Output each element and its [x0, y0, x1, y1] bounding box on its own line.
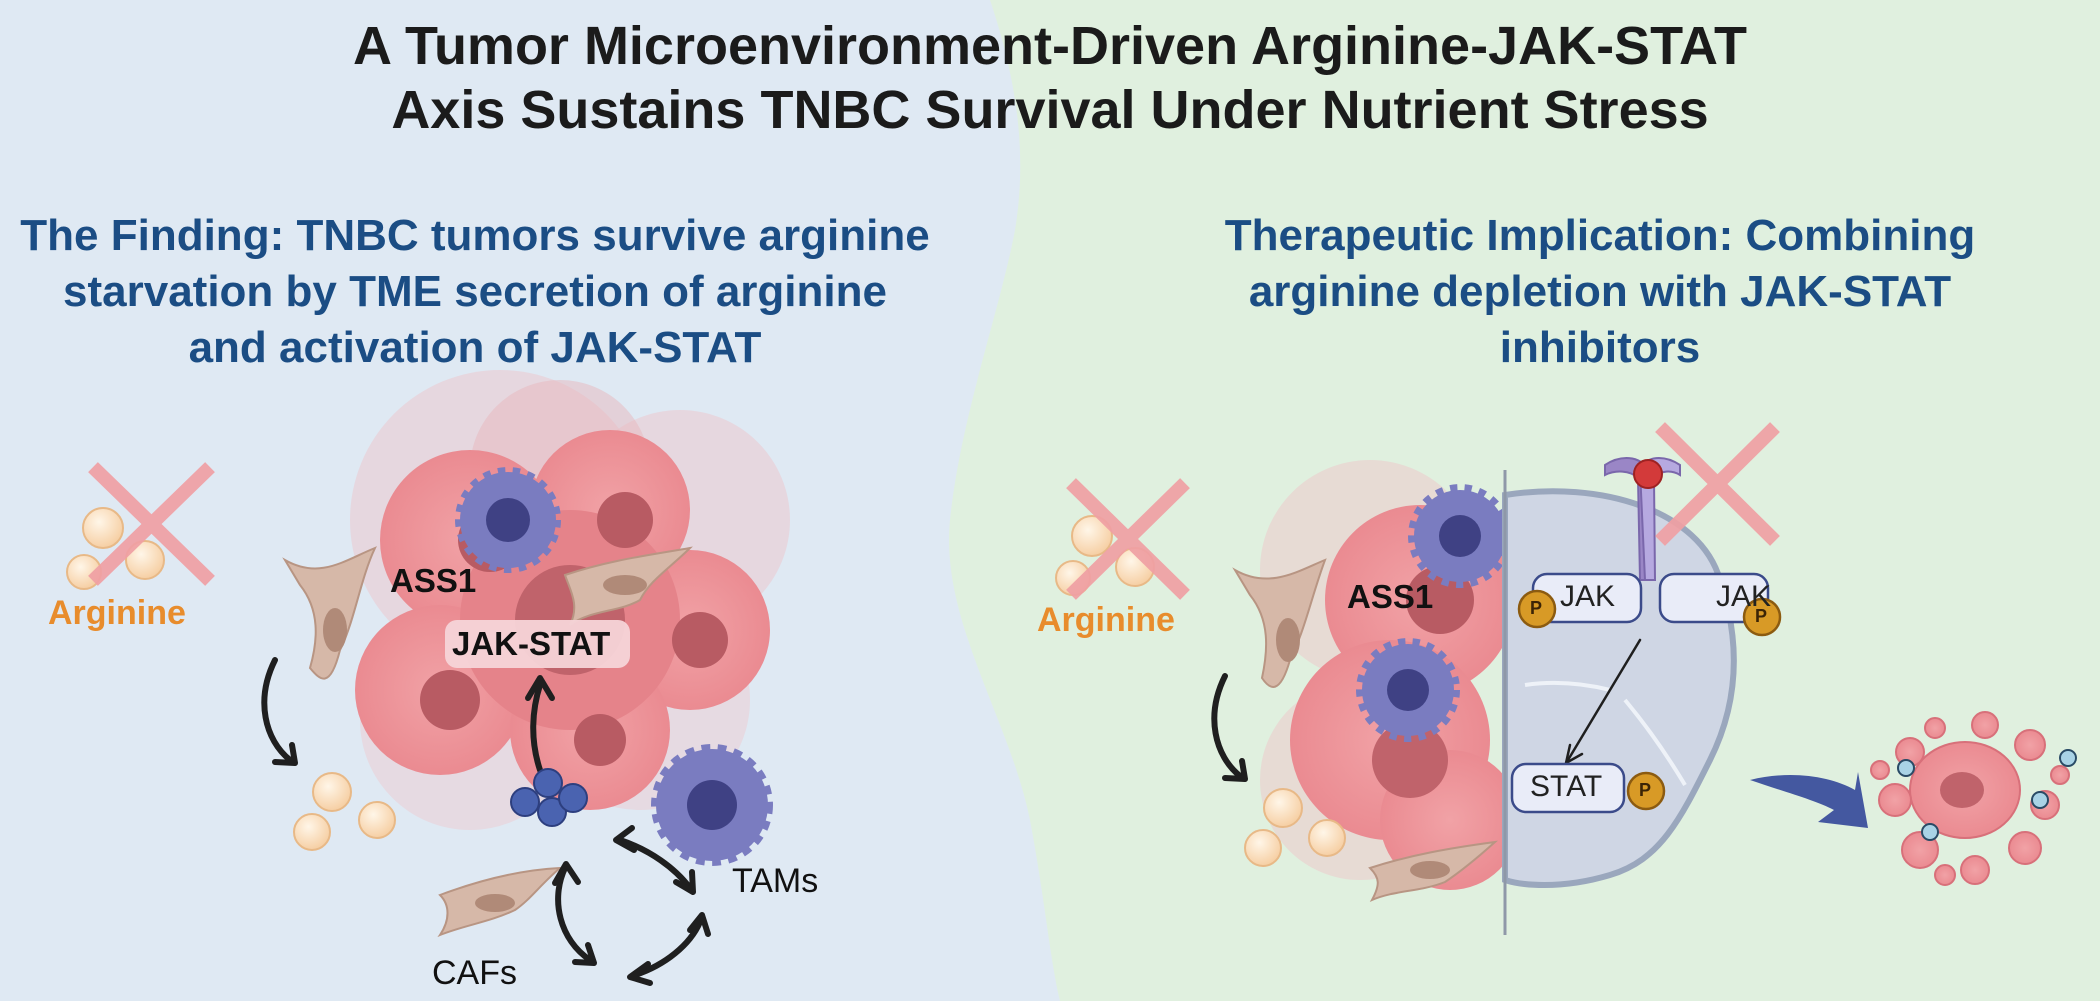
phospho-label-stat: P: [1639, 780, 1652, 800]
phosphate-icon: [1517, 589, 1557, 629]
released-arginine: [293, 772, 396, 851]
phosphate-icon: [1626, 771, 1666, 811]
activation-arrow: [525, 675, 555, 773]
tam-macrophage: [1408, 484, 1512, 588]
caf-fibroblast: [563, 546, 693, 626]
arginine-molecule: [82, 507, 124, 549]
right-heading-line-2: arginine depletion with JAK-STAT: [1248, 267, 1952, 316]
figure-title: A Tumor Microenvironment-Driven Arginine…: [250, 14, 1850, 142]
right-heading-line-3: inhibitors: [1499, 323, 1701, 372]
phospho-label-jak-right: P: [1755, 606, 1768, 626]
left-ass1-label: ASS1: [390, 562, 477, 599]
tam-macrophage: [455, 467, 561, 573]
jak-inhibition-cross-icon: [1655, 422, 1780, 546]
caf-fibroblast: [1368, 840, 1499, 903]
left-arginine-label: Arginine: [48, 594, 186, 632]
tams-label: TAMs: [732, 862, 819, 900]
stat-box: [1510, 762, 1626, 814]
left-jakstat-label: JAK-STAT: [452, 625, 611, 662]
arginine-molecule: [1071, 515, 1113, 557]
outcome-arrow: [1750, 772, 1868, 828]
caf-fibroblast: [1232, 558, 1327, 688]
left-heading-line-3: and activation of JAK-STAT: [188, 323, 762, 372]
jak-right-box: [1658, 572, 1770, 624]
receptor-icon: [1604, 457, 1681, 581]
phosphate-icon: [1742, 597, 1782, 637]
right-arginine-label: Arginine: [1037, 601, 1175, 639]
right-panel-heading: Therapeutic Implication: Combining argin…: [1190, 208, 2010, 376]
left-panel-heading: The Finding: TNBC tumors survive arginin…: [0, 208, 950, 376]
arginine-granules: [510, 768, 588, 827]
inhibition-cross-icon: [1066, 478, 1190, 600]
crosstalk-arrows: [552, 825, 711, 986]
cafs-label: CAFs: [432, 954, 517, 992]
left-heading-line-1: The Finding: TNBC tumors survive arginin…: [20, 211, 930, 260]
release-arrow: [1211, 673, 1248, 782]
inhibition-cross-icon: [88, 462, 215, 586]
arginine-molecule: [125, 540, 165, 580]
tam-macrophage: [1356, 638, 1460, 742]
jakstat-tag: [445, 620, 630, 668]
caf-fibroblast: [282, 546, 377, 680]
released-arginine: [1244, 788, 1346, 867]
virus-particles: [1897, 749, 2077, 841]
left-tumor-cluster: [350, 370, 790, 830]
right-heading-line-1: Therapeutic Implication: Combining: [1224, 211, 1976, 260]
left-heading-line-2: starvation by TME secretion of arginine: [63, 267, 887, 316]
phospho-label-jak-left: P: [1530, 598, 1543, 618]
jak-left-label: JAK: [1560, 580, 1616, 613]
tam-macrophage: [651, 744, 773, 866]
right-ass1-label: ASS1: [1347, 578, 1434, 615]
title-line-1: A Tumor Microenvironment-Driven Arginine…: [352, 16, 1748, 76]
right-arginine-group: [1055, 478, 1190, 600]
jak-right-label: JAK: [1716, 580, 1772, 613]
stat-label: STAT: [1530, 770, 1603, 803]
apoptotic-nucleus: [1940, 772, 1984, 808]
caf-fibroblast: [437, 866, 563, 938]
release-arrow: [261, 657, 298, 766]
left-arginine-group: [66, 462, 215, 590]
title-line-2: Axis Sustains TNBC Survival Under Nutrie…: [391, 80, 1709, 140]
